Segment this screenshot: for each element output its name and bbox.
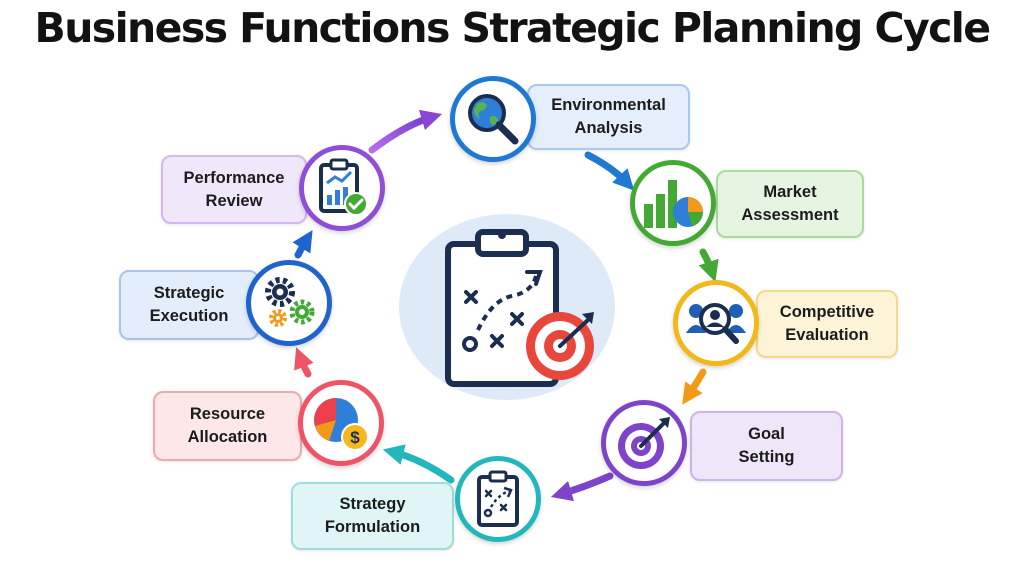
pie-dollar-icon: $: [314, 398, 369, 451]
arrow-resource-to-execution: [294, 347, 314, 378]
gears-icon: [265, 277, 315, 327]
strategy-clipboard-target-icon: [445, 229, 594, 387]
node-resource-allocation: $: [298, 380, 384, 466]
report-check-icon: [319, 158, 368, 216]
node-performance-review: [299, 145, 385, 231]
clipboard-plan-icon: [477, 470, 519, 527]
node-market-assessment: [630, 160, 716, 246]
arrow-strategy-to-resource: [382, 444, 455, 484]
arrow-environmental-to-market: [584, 151, 635, 191]
arrow-execution-to-review: [292, 230, 313, 259]
node-goal-setting: [601, 400, 687, 486]
svg-text:$: $: [350, 428, 360, 447]
people-search-icon: [686, 303, 746, 344]
arrow-competitive-to-goal: [682, 368, 707, 405]
bar-pie-chart-icon: [644, 180, 703, 228]
node-environmental-analysis: [450, 76, 536, 162]
arrow-goal-to-strategy: [550, 472, 614, 502]
target-arrow-icon: [618, 417, 670, 469]
globe-magnifier-icon: [468, 94, 519, 145]
arrow-review-to-environmental: [368, 109, 443, 154]
arrow-market-to-competitive: [698, 248, 719, 282]
node-competitive-evaluation: [673, 280, 759, 366]
node-strategy-formulation: [455, 456, 541, 542]
diagram-title: Business Functions Strategic Planning Cy…: [34, 4, 992, 52]
node-strategic-execution: [246, 260, 332, 346]
